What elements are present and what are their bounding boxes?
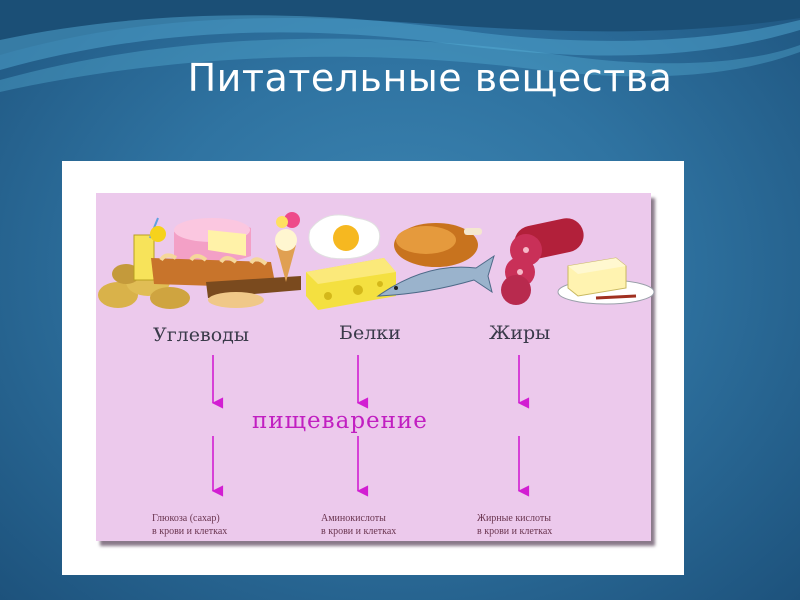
ice-cream-icon: [275, 212, 300, 282]
fish-icon: [376, 254, 495, 297]
butter-icon: [557, 257, 655, 305]
bread-loaf-icon: [151, 253, 301, 308]
cheese-icon: [306, 258, 396, 310]
category-fats: Жиры: [489, 322, 551, 344]
category-carbohydrates: Углеводы: [153, 324, 249, 346]
cake-icon: [174, 218, 251, 264]
category-proteins: Белки: [339, 322, 401, 344]
juice-glass-icon: [133, 217, 166, 281]
result-glucose: Глюкоза (сахар) в крови и клетках: [152, 513, 228, 537]
result-fatty-acids: Жирные кислоты в крови и клетках: [477, 513, 553, 537]
result-amino-acids: Аминокислоты в крови и клетках: [321, 513, 397, 537]
fried-egg-icon: [308, 214, 381, 260]
slide-title: Питательные вещества: [187, 56, 673, 100]
digestion-label: пищеварение: [252, 408, 428, 434]
wave-decoration: [0, 0, 800, 92]
food-illustration: [98, 212, 655, 310]
flow-arrows: [211, 355, 530, 497]
salami-icon: [501, 218, 584, 305]
roast-chicken-icon: [394, 223, 482, 267]
